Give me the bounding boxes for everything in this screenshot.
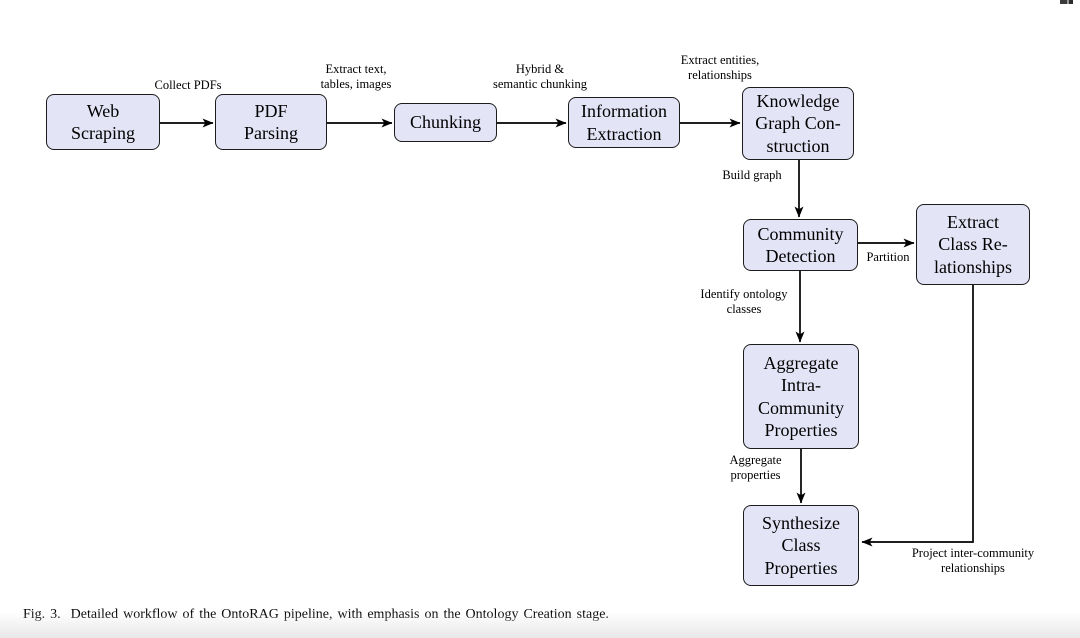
edge-label-identify-ontology-classes: Identify ontology classes	[700, 287, 788, 316]
edge-label-collect-pdfs: Collect PDFs	[154, 78, 222, 92]
node-web-scraping: Web Scraping	[46, 94, 160, 150]
edge-label-extract-entities-relationships: Extract entities, relationships	[680, 53, 760, 82]
edge-label-extract-text-tables-images: Extract text, tables, images	[320, 62, 392, 91]
edge-label-partition: Partition	[866, 250, 910, 264]
node-aggregate-intra-community-properties: Aggregate Intra- Community Properties	[743, 344, 859, 449]
node-chunking: Chunking	[394, 103, 497, 142]
figure-caption: Fig. 3. Detailed workflow of the OntoRAG…	[23, 607, 609, 622]
node-pdf-parsing: PDF Parsing	[215, 94, 327, 150]
clipped-text-fragment	[1060, 0, 1073, 4]
node-extract-class-relationships: Extract Class Re- lationships	[916, 204, 1030, 285]
node-knowledge-graph-construction: Knowledge Graph Con- struction	[742, 87, 854, 160]
edge-label-project-inter-community-relationships: Project inter-community relationships	[911, 546, 1035, 575]
edge-label-hybrid-semantic-chunking: Hybrid & semantic chunking	[492, 62, 588, 91]
edge-label-aggregate-properties: Aggregate properties	[729, 453, 782, 482]
node-community-detection: Community Detection	[743, 219, 858, 271]
node-information-extraction: Information Extraction	[568, 97, 680, 148]
arrow-extract-to-synthesize	[861, 285, 974, 547]
edge-label-build-graph: Build graph	[722, 168, 782, 182]
node-synthesize-class-properties: Synthesize Class Properties	[743, 505, 859, 586]
